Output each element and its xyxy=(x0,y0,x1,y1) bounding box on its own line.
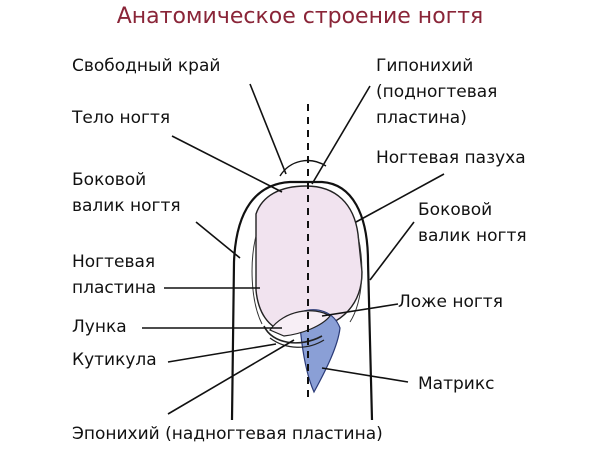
label-nail-bed: Ложе ногтя xyxy=(398,292,503,312)
label-matrix: Матрикс xyxy=(418,374,495,394)
matrix-shape xyxy=(299,309,341,394)
finger-outline xyxy=(230,180,374,421)
leader-hyponychium xyxy=(311,85,371,185)
label-cuticle: Кутикула xyxy=(72,350,157,370)
leader-eponychium xyxy=(167,339,295,415)
label-nail-body: Тело ногтя xyxy=(72,108,171,128)
leader-free-edge xyxy=(249,83,287,175)
label-hyponychium-line2: (подногтевая xyxy=(376,82,498,102)
label-lateral-fold-left-line1: Боковой xyxy=(72,170,147,190)
leader-cuticle xyxy=(167,343,277,363)
label-hyponychium-line3: пластина) xyxy=(376,108,467,128)
leader-lines xyxy=(142,83,445,415)
label-nail-sinus: Ногтевая пазуха xyxy=(376,148,526,168)
label-free-edge: Свободный край xyxy=(72,56,221,76)
cuticle-fold xyxy=(269,337,325,348)
label-lateral-fold-left-line2: валик ногтя xyxy=(72,196,181,216)
label-hyponychium-line1: Гипонихий xyxy=(376,56,474,76)
lateral-inner-left xyxy=(251,235,263,325)
leader-nail-body xyxy=(171,135,283,193)
lateral-inner-right xyxy=(349,235,363,323)
leader-lateral-fold-left xyxy=(195,221,241,259)
label-nail-plate-line1: Ногтевая xyxy=(72,252,156,272)
lunula-shape xyxy=(269,310,331,337)
label-lateral-fold-right-line1: Боковой xyxy=(418,200,493,220)
leader-matrix xyxy=(321,367,409,383)
leader-lateral-fold-right xyxy=(369,221,415,281)
label-eponychium: Эпонихий (надногтевая пластина) xyxy=(72,424,383,444)
label-lunula: Лунка xyxy=(72,317,127,337)
label-nail-plate-line2: пластина xyxy=(72,278,157,298)
diagram-title: Анатомическое строение ногтя xyxy=(116,4,484,29)
leader-nail-sinus xyxy=(355,173,445,223)
leader-nail-bed xyxy=(321,303,399,317)
eponychium-fold xyxy=(263,325,323,344)
free-edge-arc xyxy=(279,159,327,177)
label-lateral-fold-right-line2: валик ногтя xyxy=(418,226,527,246)
